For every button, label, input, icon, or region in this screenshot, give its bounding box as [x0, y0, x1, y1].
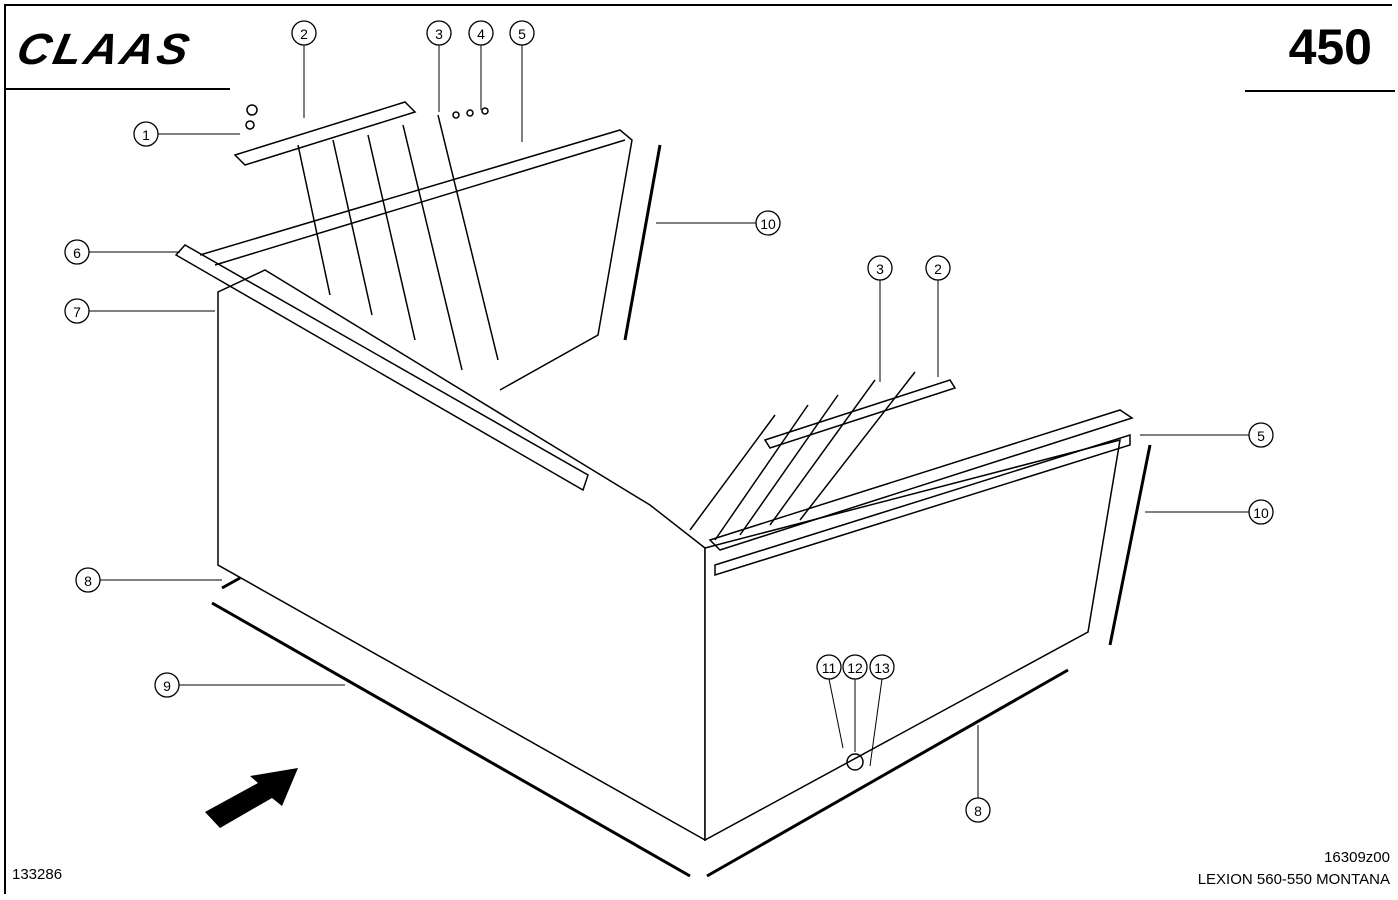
svg-text:12: 12 [847, 660, 863, 676]
svg-text:10: 10 [760, 216, 776, 232]
callout-1: 1 [133, 121, 159, 147]
svg-text:4: 4 [477, 26, 485, 42]
svg-text:10: 10 [1253, 505, 1269, 521]
callout-2: 2 [925, 255, 951, 281]
drawing-number: 133286 [12, 866, 63, 883]
washer-12 [846, 753, 864, 771]
callout-6: 6 [64, 239, 90, 265]
callout-3: 3 [867, 255, 893, 281]
strip-5-right [714, 433, 1131, 577]
callout-8: 8 [965, 797, 991, 823]
callout-7: 7 [64, 298, 90, 324]
svg-text:13: 13 [874, 660, 890, 676]
svg-text:2: 2 [934, 261, 942, 277]
svg-text:8: 8 [84, 573, 92, 589]
callout-8: 8 [75, 567, 101, 593]
callout-4: 4 [468, 20, 494, 46]
svg-text:3: 3 [876, 261, 884, 277]
divider [4, 88, 230, 90]
callout-5: 5 [1248, 422, 1274, 448]
svg-text:7: 7 [73, 304, 81, 320]
slats-top [297, 114, 499, 371]
left-side-panel [217, 269, 706, 842]
strip-6 [174, 244, 589, 492]
rear-frame [199, 129, 633, 391]
callout-3: 3 [426, 20, 452, 46]
page-number: 450 [1288, 19, 1372, 75]
direction-arrow-icon [205, 768, 298, 828]
page-frame [4, 4, 1392, 894]
svg-text:1: 1 [142, 127, 150, 143]
callout-9: 9 [154, 672, 180, 698]
bracket-2-top [233, 101, 417, 166]
svg-text:9: 9 [163, 678, 171, 694]
bracket-2-right [763, 379, 957, 449]
callout-12: 12 [842, 654, 868, 680]
strip-8-left [221, 576, 241, 590]
callout-11: 11 [816, 654, 842, 680]
rod-10-rear [623, 144, 662, 341]
washer [245, 120, 255, 130]
rod-10-right [1108, 444, 1152, 646]
callout-10: 10 [1248, 499, 1274, 525]
svg-text:2: 2 [300, 26, 308, 42]
callout-10: 10 [755, 210, 781, 236]
strip-8-right [706, 668, 1069, 878]
slats-right [689, 371, 916, 541]
right-side-panel [704, 438, 1121, 842]
callout-5: 5 [509, 20, 535, 46]
svg-text:11: 11 [822, 660, 837, 676]
svg-text:5: 5 [518, 26, 526, 42]
svg-text:6: 6 [73, 245, 81, 261]
nut [246, 104, 258, 116]
leader-lines [89, 45, 1249, 798]
svg-text:8: 8 [974, 803, 982, 819]
divider [1245, 90, 1395, 92]
callout-13: 13 [869, 654, 895, 680]
callout-2: 2 [291, 20, 317, 46]
svg-text:3: 3 [435, 26, 443, 42]
reference-code: 16309z00 [1324, 849, 1390, 866]
svg-text:5: 5 [1257, 428, 1265, 444]
strip-9 [211, 601, 691, 878]
model-name: LEXION 560-550 MONTANA [1197, 871, 1390, 888]
